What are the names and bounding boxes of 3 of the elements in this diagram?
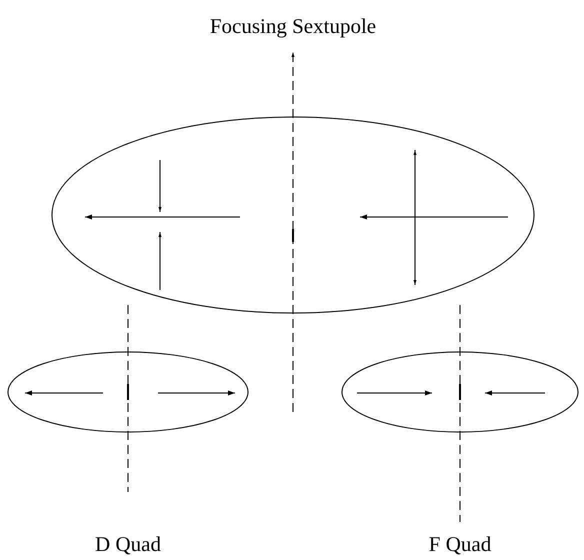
magnet-label: D Quad	[95, 532, 161, 556]
magnet-label: Focusing Sextupole	[210, 14, 376, 38]
magnet-label: F Quad	[428, 532, 492, 556]
